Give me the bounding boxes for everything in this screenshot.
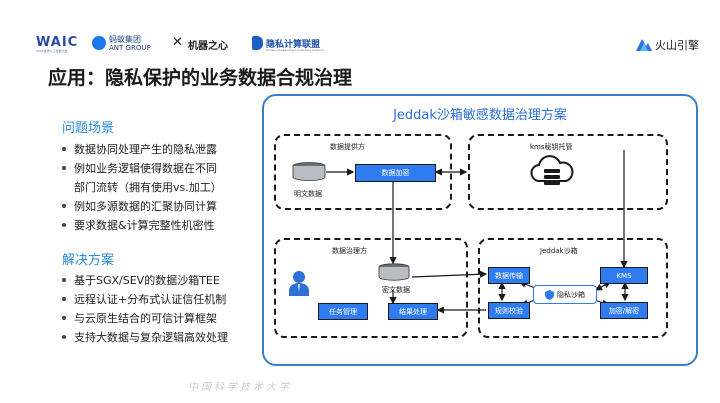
cipher-database-icon (378, 263, 410, 281)
privacy-alliance-logo: 隐私计算联盟 (266, 40, 321, 50)
kms-hosting-label: kms秘钥托管 (530, 143, 573, 151)
solution-item: 基于SGX/SEV的数据沙箱TEE (62, 270, 228, 289)
solution-item: 远程认证+分布式认证信任机制 (62, 289, 228, 308)
database-icon (292, 162, 326, 181)
kms-box: KMS (600, 267, 648, 284)
solution-list: 基于SGX/SEV的数据沙箱TEE 远程认证+分布式认证信任机制 与云原生结合的… (62, 270, 228, 346)
privacy-sandbox-label: 隐私沙箱 (557, 290, 585, 299)
problem-item: 要求数据&计算完整性机密性 (62, 215, 222, 234)
privacy-sandbox-box: 隐私沙箱 (533, 285, 597, 304)
data-governance-label: 数据治理方 (332, 247, 367, 255)
ant-icon (92, 36, 106, 50)
privacy-alliance-sub: Privacy-Preserving Computing Alliance (266, 48, 324, 52)
waic-subtitle: 2022世界人工智能大会 (36, 49, 68, 53)
diagram-panel (262, 94, 698, 366)
problem-item: 部门流转（拥有使用vs.加工） (74, 180, 222, 194)
data-encrypt-box: 数据加密 (355, 164, 436, 182)
volcano-engine-logo: 火山引擎 (655, 39, 699, 52)
problem-item: 数据协同处理产生的隐私泄露 (62, 139, 222, 158)
cipher-data-label: 密文数据 (382, 286, 410, 294)
ant-logo-en: ANT GROUP (109, 44, 151, 52)
diagram-title: Jeddak沙箱敏感数据治理方案 (393, 108, 567, 123)
footer-watermark: 中国科学技术大学 (188, 382, 292, 393)
data-governance-group (274, 238, 468, 338)
problem-item: 例如多源数据的汇聚协同计算 (62, 196, 222, 215)
kms-hosting-group (468, 134, 668, 210)
user-icon (289, 271, 309, 296)
jeddak-sandbox-group (478, 238, 668, 338)
jeddak-sandbox-label: Jeddak沙箱 (540, 247, 578, 255)
jiqi-logo: 机器之心 (188, 41, 228, 52)
privacy-alliance-icon (252, 36, 263, 50)
jiqi-icon: ✕ (172, 35, 183, 50)
plain-data-label: 明文数据 (294, 190, 322, 198)
problem-list: 数据协同处理产生的隐私泄露 例如业务逻辑使得数据在不同 部门流转（拥有使用vs.… (62, 139, 222, 234)
solution-item: 与云原生结合的可信计算框架 (62, 308, 228, 327)
volcano-icon (636, 39, 652, 51)
problem-item: 例如业务逻辑使得数据在不同 (62, 158, 222, 177)
data-provider-label: 数据提供方 (330, 143, 365, 151)
solution-title: 解决方案 (62, 253, 115, 268)
data-provider-group (274, 134, 452, 210)
encrypt-decrypt-box: 加密/解密 (600, 302, 648, 319)
cloud-server-icon (530, 155, 574, 185)
solution-item: 支持大数据与复杂逻辑高效处理 (62, 327, 228, 346)
page-title: 应用：隐私保护的业务数据合规治理 (48, 67, 353, 89)
waic-logo: WAIC (36, 35, 79, 50)
data-transfer-box: 数据传输 (488, 267, 530, 284)
ant-logo-cn: 蚂蚁集团 (109, 35, 141, 44)
task-management-box: 任务管理 (318, 303, 368, 320)
problem-title: 问题场景 (62, 121, 115, 136)
shield-icon (545, 289, 554, 300)
result-processing-box: 结果处理 (388, 303, 438, 320)
rule-check-box: 规则校验 (488, 302, 530, 319)
